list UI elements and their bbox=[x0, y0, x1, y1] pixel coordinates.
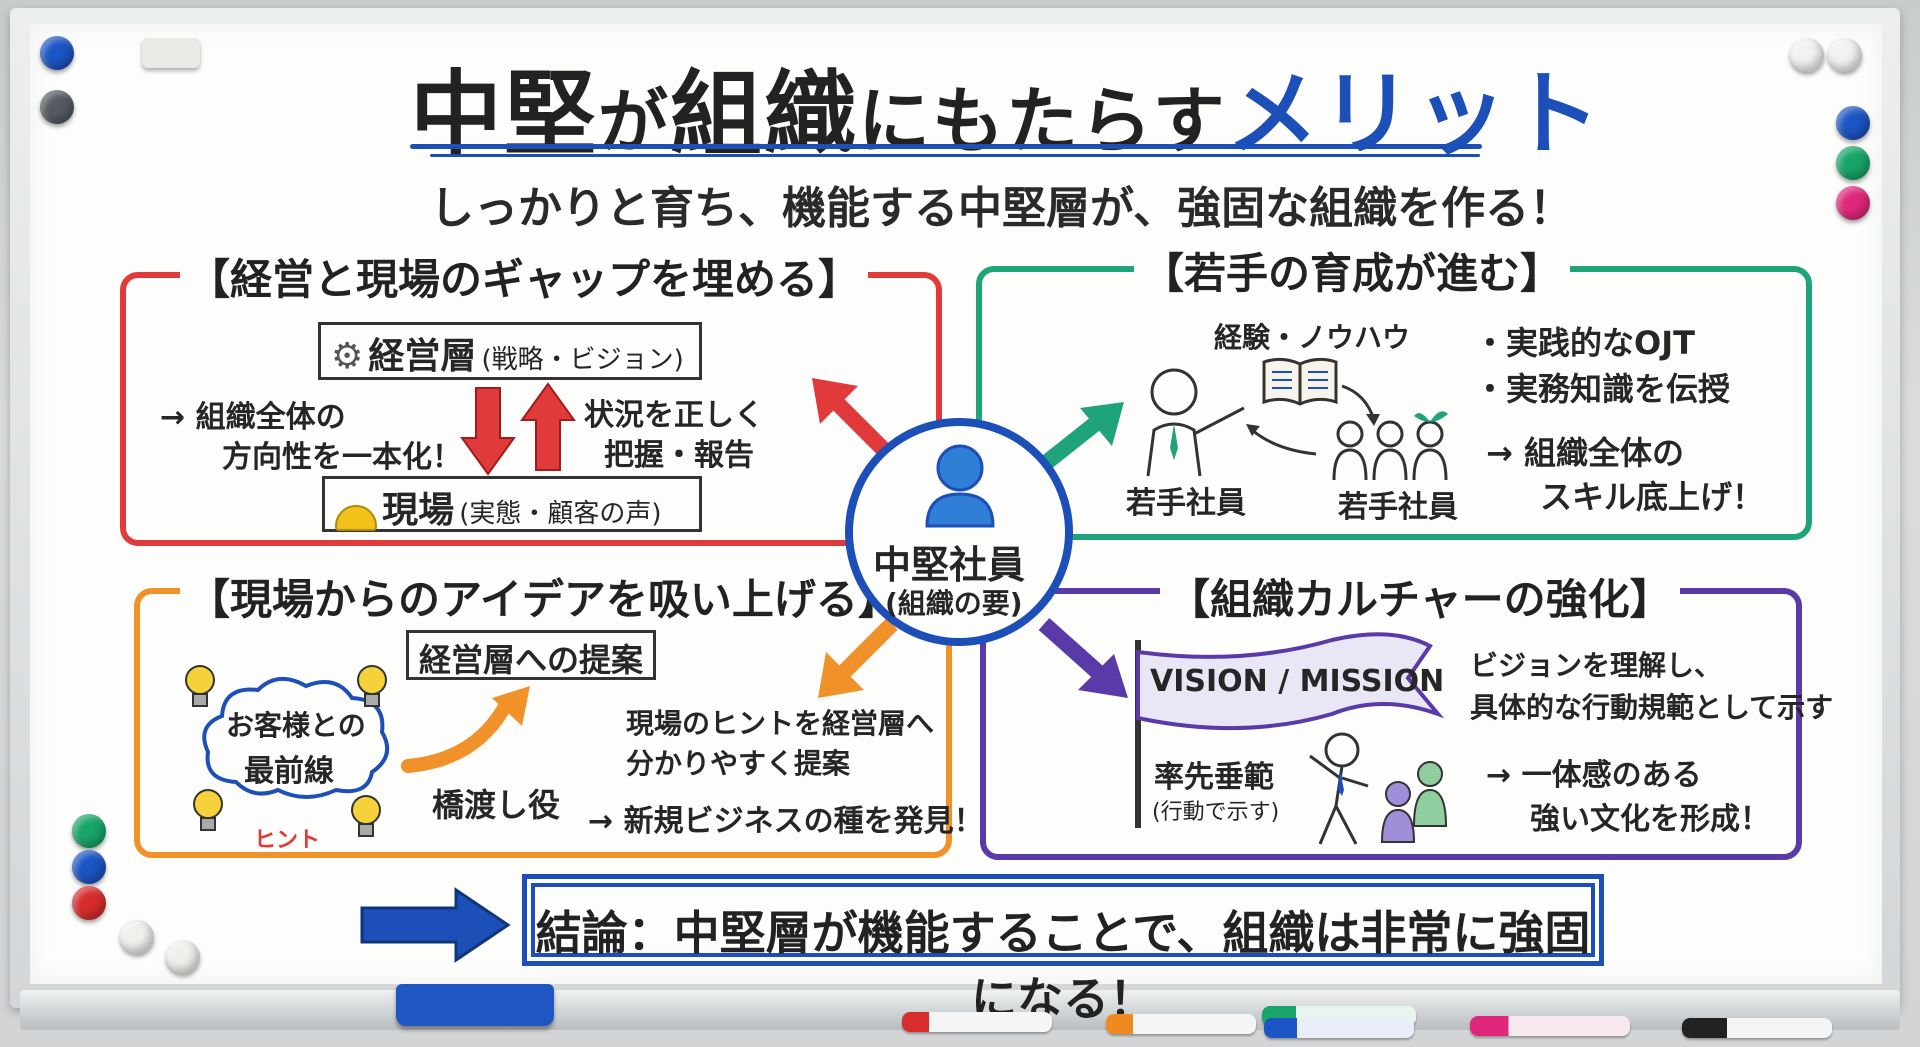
orange-marker bbox=[1106, 1014, 1256, 1034]
gray-magnet bbox=[40, 90, 74, 124]
flow-arrows-icon bbox=[1246, 384, 1380, 456]
gap-panel-heading: 【経営と現場のギャップを埋める】 bbox=[180, 246, 869, 307]
red-magnet bbox=[72, 886, 106, 920]
down-arrow-icon bbox=[460, 387, 516, 476]
title-underline bbox=[410, 144, 1482, 149]
youth-bullet1: ・実践的なOJT bbox=[1474, 324, 1695, 362]
pink-magnet bbox=[1836, 186, 1870, 220]
big-blue-arrow-icon bbox=[360, 887, 511, 963]
field-box: 現場 (実態・顧客の声) bbox=[322, 476, 702, 532]
pink-marker bbox=[1470, 1016, 1630, 1036]
cloud-shape bbox=[202, 677, 390, 799]
curved-arrow-icon bbox=[401, 686, 530, 773]
arrow-to-youth-icon bbox=[1037, 402, 1124, 473]
mentor-figure-icon bbox=[1146, 368, 1245, 477]
youth-label-right: 若手社員 bbox=[1338, 490, 1458, 525]
conclusion-text: 結論：中堅層が機能することで、組織は非常に強固になる！ bbox=[535, 906, 1591, 1026]
black-marker bbox=[1682, 1018, 1832, 1038]
red-marker bbox=[902, 1012, 1052, 1032]
flag-text: VISION / MISSION bbox=[1150, 664, 1445, 699]
ideas-text2: 分かりやすく提案 bbox=[626, 747, 851, 780]
center-subtitle: (組織の要) bbox=[885, 587, 1023, 620]
blue-magnet bbox=[72, 850, 106, 884]
center-title: 中堅社員 bbox=[873, 543, 1026, 587]
gap-left-line1: → 組織全体の bbox=[160, 400, 346, 435]
white-magnet bbox=[1828, 38, 1862, 72]
lead-line2: (行動で示す) bbox=[1152, 800, 1280, 825]
field-label: 現場 bbox=[382, 490, 455, 531]
ideas-panel-heading: 【現場からのアイデアを吸い上げる】 bbox=[180, 566, 908, 627]
proposal-label: 経営層への提案 bbox=[419, 641, 644, 679]
culture-text2: 具体的な行動規範として示す bbox=[1470, 691, 1834, 724]
green-magnet bbox=[72, 814, 106, 848]
management-box: ⚙ 経営層 (戦略・ビジョン) bbox=[318, 322, 702, 380]
youth-result1: → 組織全体の bbox=[1486, 434, 1684, 472]
flag-banner bbox=[1135, 632, 1445, 828]
youth-result2: スキル底上げ！ bbox=[1540, 478, 1765, 516]
title-part: 中堅 bbox=[410, 61, 599, 168]
hint-label: ヒント bbox=[254, 828, 321, 853]
management-sub: (戦略・ビジョン) bbox=[481, 345, 684, 375]
culture-result2: 強い文化を形成！ bbox=[1530, 802, 1770, 837]
conclusion-box: 結論：中堅層が機能することで、組織は非常に強固になる！ bbox=[522, 874, 1604, 1026]
white-magnet bbox=[120, 920, 154, 954]
subtitle: しっかりと育ち、機能する中堅層が、強固な組織を作る！ bbox=[430, 183, 1574, 234]
management-label: 経営層 bbox=[368, 336, 477, 377]
title-part: 組織 bbox=[670, 61, 859, 168]
white-magnet bbox=[166, 940, 200, 974]
field-sub: (実態・顧客の声) bbox=[459, 499, 662, 529]
lightbulb-icon bbox=[185, 665, 215, 707]
gear-icon: ⚙ bbox=[331, 336, 364, 377]
lightbulb-icon bbox=[351, 795, 381, 837]
gap-right-line2: 把握・報告 bbox=[604, 438, 754, 473]
gap-right-line1: 状況を正しく bbox=[584, 398, 764, 433]
leader-figure-icon bbox=[1309, 732, 1448, 845]
arrow-to-culture-icon bbox=[1038, 618, 1128, 698]
center-core-circle: 中堅社員 (組織の要) bbox=[845, 418, 1073, 646]
youth-bullet2: ・実務知識を伝授 bbox=[1474, 370, 1731, 408]
person-icon bbox=[925, 444, 995, 528]
title-part: にもたらす bbox=[858, 79, 1227, 163]
arrow-to-gap-icon bbox=[812, 378, 892, 458]
blue-marker bbox=[1264, 1018, 1414, 1038]
lead-line1: 率先垂範 bbox=[1154, 760, 1274, 795]
page-title: 中堅が組織にもたらすメリット bbox=[410, 40, 1601, 173]
cloud-line1: お客様との bbox=[226, 709, 366, 742]
culture-text1: ビジョンを理解し、 bbox=[1470, 649, 1723, 682]
blue-magnet bbox=[40, 36, 74, 70]
ideas-text1: 現場のヒントを経営層へ bbox=[626, 707, 935, 740]
arrow-to-ideas-icon bbox=[818, 618, 898, 698]
title-part-highlight: メリット bbox=[1226, 61, 1603, 168]
lightbulb-icon bbox=[357, 665, 387, 707]
title-underline bbox=[430, 154, 1480, 157]
youth-label-left: 若手社員 bbox=[1126, 486, 1246, 521]
book-icon bbox=[1262, 357, 1338, 406]
helmet-icon bbox=[335, 504, 377, 531]
white-magnet-clip bbox=[142, 38, 200, 68]
knowhow-label: 経験・ノウハウ bbox=[1214, 321, 1411, 354]
culture-panel-heading: 【組織カルチャーの強化】 bbox=[1160, 566, 1680, 627]
junior-group-icon bbox=[1332, 411, 1448, 481]
blue-magnet bbox=[1836, 106, 1870, 140]
white-magnet bbox=[1790, 38, 1824, 72]
culture-result1: → 一体感のある bbox=[1486, 758, 1702, 793]
title-part: が bbox=[598, 81, 671, 163]
cloud-line2: 最前線 bbox=[244, 754, 334, 789]
green-magnet bbox=[1836, 146, 1870, 180]
up-arrow-icon bbox=[520, 382, 576, 471]
ideas-result: → 新規ビジネスの種を発見！ bbox=[588, 804, 984, 839]
eraser bbox=[396, 984, 554, 1026]
lightbulb-icon bbox=[193, 789, 223, 831]
proposal-box: 経営層への提案 bbox=[406, 630, 657, 680]
youth-panel-heading: 【若手の育成が進む】 bbox=[1134, 240, 1571, 301]
bridge-label: 橋渡し役 bbox=[432, 786, 561, 824]
gap-left-line2: 方向性を一本化！ bbox=[222, 440, 462, 475]
